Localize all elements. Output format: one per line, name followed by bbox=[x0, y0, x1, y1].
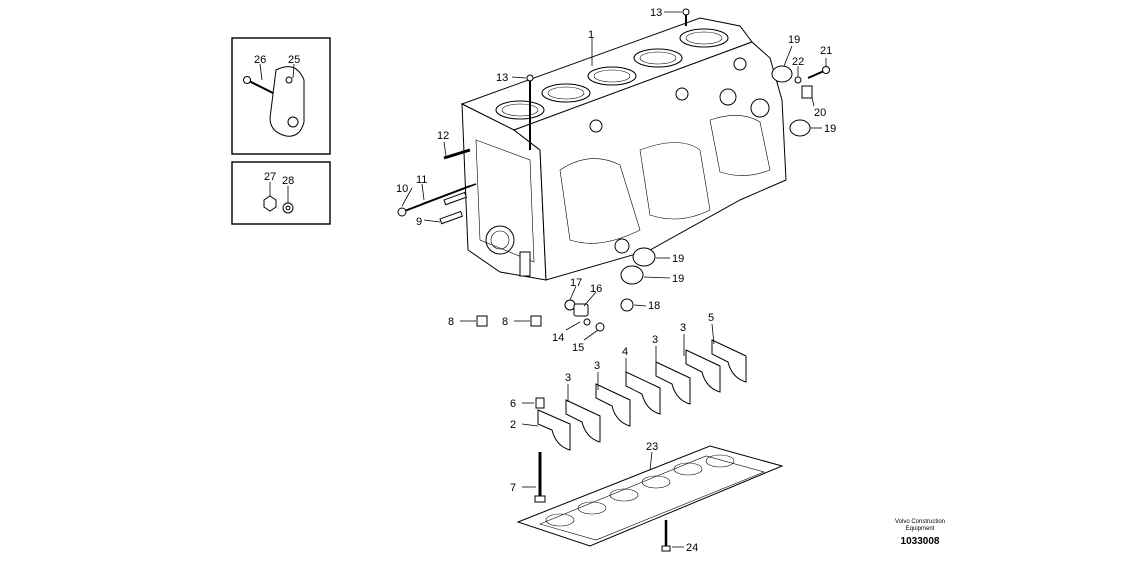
callout-8: 8 bbox=[448, 316, 454, 328]
callout-3: 3 bbox=[594, 360, 600, 372]
callout-22: 22 bbox=[792, 56, 804, 68]
bolts-9-10-11 bbox=[397, 183, 477, 225]
callout-25: 25 bbox=[288, 54, 300, 66]
callout-19: 19 bbox=[672, 253, 684, 265]
publisher-credit: Volvo Construction Equipment bbox=[872, 519, 968, 533]
plugs-8 bbox=[476, 315, 542, 327]
callout-1: 1 bbox=[588, 29, 594, 41]
callout-20: 20 bbox=[814, 107, 826, 119]
callout-19: 19 bbox=[824, 123, 836, 135]
callout-2: 2 bbox=[510, 419, 516, 431]
callout-4: 4 bbox=[622, 346, 628, 358]
credit-line-1: Volvo Construction bbox=[894, 519, 946, 525]
credit-line-2: Equipment bbox=[905, 526, 935, 532]
callout-18: 18 bbox=[648, 300, 660, 312]
fittings-14-17 bbox=[564, 299, 605, 332]
callout-26: 26 bbox=[254, 54, 266, 66]
seal-rings-19 bbox=[620, 65, 811, 285]
callout-numbers: 1 2 3 3 3 3 4 5 6 7 8 8 9 10 11 12 13 13… bbox=[254, 7, 836, 554]
callout-24: 24 bbox=[686, 542, 698, 554]
dowel-pin-12 bbox=[443, 148, 471, 160]
callout-21: 21 bbox=[820, 45, 832, 57]
gasket-23 bbox=[516, 445, 784, 547]
bolts-13 bbox=[526, 8, 690, 150]
callout-10: 10 bbox=[396, 183, 408, 195]
callout-13: 13 bbox=[650, 7, 662, 19]
callout-15: 15 bbox=[572, 342, 584, 354]
callout-13: 13 bbox=[496, 72, 508, 84]
callout-27: 27 bbox=[264, 171, 276, 183]
callout-11: 11 bbox=[416, 174, 427, 186]
callout-8: 8 bbox=[502, 316, 508, 328]
callout-14: 14 bbox=[552, 332, 564, 344]
plug-18 bbox=[620, 298, 634, 312]
callout-9: 9 bbox=[416, 216, 422, 228]
callout-17: 17 bbox=[570, 277, 582, 289]
cap-bolt-7-washer-6 bbox=[534, 397, 546, 503]
bolt-24 bbox=[661, 520, 671, 552]
callout-6: 6 bbox=[510, 398, 516, 410]
cylinder-block bbox=[460, 17, 787, 281]
callout-12: 12 bbox=[437, 130, 449, 142]
inset-box-bracket bbox=[231, 37, 331, 155]
plug-20-washer-22-bolt-21 bbox=[794, 66, 830, 99]
callout-23: 23 bbox=[646, 441, 658, 453]
inset-box-fasteners bbox=[231, 161, 331, 225]
callout-3: 3 bbox=[680, 322, 686, 334]
callout-5: 5 bbox=[708, 312, 714, 324]
callout-19: 19 bbox=[788, 34, 800, 46]
callout-19: 19 bbox=[672, 273, 684, 285]
callout-16: 16 bbox=[590, 283, 602, 295]
leader-lines bbox=[401, 11, 827, 548]
bearing-caps bbox=[537, 339, 747, 451]
callout-7: 7 bbox=[510, 482, 516, 494]
callout-3: 3 bbox=[652, 334, 658, 346]
callout-28: 28 bbox=[282, 175, 294, 187]
callout-3: 3 bbox=[565, 372, 571, 384]
figure-id: 1033008 bbox=[900, 536, 940, 547]
